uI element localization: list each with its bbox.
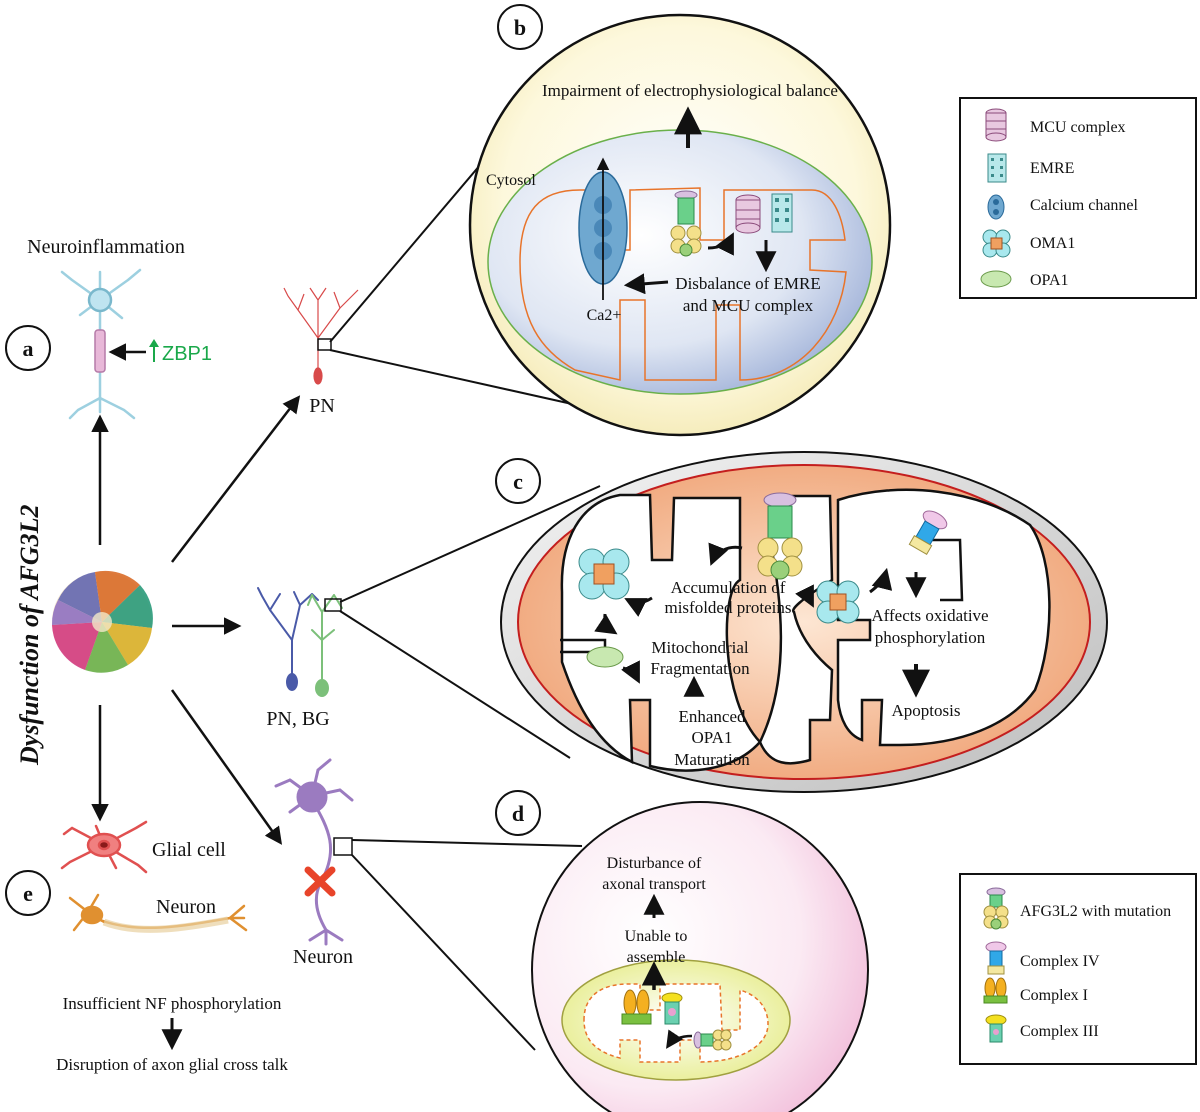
mito-frag-label-2: Fragmentation [650, 659, 750, 678]
svg-text:c: c [513, 469, 523, 494]
pn-bg-zoom-box [324, 598, 342, 612]
legend-mcu-label: MCU complex [1030, 119, 1126, 136]
purkinje-neuron-icon [283, 287, 359, 385]
neuroinflammation-neuron [60, 268, 142, 420]
disbalance-label-1: Disbalance of EMRE [675, 274, 820, 293]
oma1-right-icon [816, 580, 860, 624]
enhanced-label-3: Maturation [674, 750, 750, 769]
disturbance-label-2: axonal transport [602, 876, 706, 893]
afg3l2-large-icon [757, 492, 803, 580]
afg3l2-small-icon-d [693, 1029, 732, 1051]
accumulation-label-1: Accumulation of [671, 578, 786, 597]
zbp1-up-arrow-icon [149, 339, 159, 362]
pn-zoom-box [317, 338, 332, 351]
legend-opa1-label: OPA1 [1030, 272, 1069, 289]
neuron-right-label: Neuron [293, 946, 353, 968]
legend-complex-i-label: Complex I [1020, 987, 1088, 1004]
enhanced-label-2: OPA1 [692, 728, 733, 747]
affects-label-1: Affects oxidative [871, 606, 988, 625]
svg-text:e: e [23, 881, 33, 906]
cross-talk-label: Disruption of axon glial cross talk [56, 1055, 288, 1074]
complex-iv-icon-c [908, 510, 948, 556]
panel-c-mitochondrion: Accumulation of misfolded proteins Affec… [500, 451, 1108, 793]
svg-text:a: a [23, 336, 34, 361]
legend-oma1-icon [982, 229, 1011, 258]
panel-label-d: d [495, 790, 541, 836]
affects-label-2: phosphorylation [875, 628, 986, 647]
neuron-left-label: Neuron [156, 896, 216, 918]
apoptosis-label: Apoptosis [892, 701, 961, 720]
panel-label-e: e [5, 870, 51, 916]
legend-complex-iii-icon [985, 1014, 1007, 1043]
panel-b-calcium-view: Impairment of electrophysiological balan… [468, 13, 892, 437]
legend-afg3l2-label: AFG3L2 with mutation [1020, 903, 1171, 920]
impairment-label: Impairment of electrophysiological balan… [542, 81, 838, 100]
zoom-lines [329, 117, 601, 1051]
main-title: Dysfunction of AFG3L2 [15, 505, 44, 767]
mito-frag-label-1: Mitochondrial [651, 638, 749, 657]
legend-opa1-icon [980, 270, 1012, 288]
svg-text:b: b [514, 15, 526, 40]
legend-bottom: AFG3L2 with mutation Complex IV Complex … [959, 873, 1197, 1065]
unable-label-1: Unable to [625, 928, 688, 945]
pn-bg-cells-icon [257, 587, 343, 697]
legend-complex-iv-icon [985, 941, 1007, 975]
cross-icon [304, 866, 336, 897]
legend-complex-iii-label: Complex III [1020, 1023, 1099, 1040]
neuroinflammation-label: Neuroinflammation [27, 236, 185, 258]
enhanced-label-1: Enhanced [678, 707, 746, 726]
pn-bg-label: PN, BG [266, 708, 329, 730]
ca-label: Ca2+ [587, 307, 622, 324]
complex-iii-icon-d [661, 992, 683, 1025]
glial-cell-icon [60, 820, 148, 874]
degenerating-neuron-icon [274, 758, 354, 946]
panel-c-arrows [594, 542, 930, 698]
legend-complex-iv-label: Complex IV [1020, 953, 1100, 970]
panel-label-a: a [5, 325, 51, 371]
nf-phosphorylation-label: Insufficient NF phosphorylation [63, 994, 282, 1013]
pn-label: PN [309, 395, 335, 417]
legend-oma1-label: OMA1 [1030, 235, 1075, 252]
accumulation-label-2: misfolded proteins [664, 598, 791, 617]
svg-text:d: d [512, 801, 524, 826]
emre-icon [771, 193, 793, 233]
afg3l2-mutant-icon [670, 190, 702, 257]
legend-mcu-complex-icon [985, 108, 1007, 142]
disturbance-label-1: Disturbance of [607, 855, 702, 872]
legend-calcium-label: Calcium channel [1030, 197, 1139, 214]
legend-complex-i-icon [983, 977, 1008, 1004]
legend-top: MCU complex EMRE Calcium channel OMA1 [959, 97, 1197, 299]
mcu-complex-icon [735, 194, 761, 234]
afg3l2-protein-structure [51, 570, 153, 673]
legend-emre-label: EMRE [1030, 160, 1074, 177]
legend-calcium-channel-icon [987, 194, 1005, 220]
panel-label-b: b [497, 4, 543, 50]
panel-label-c: c [495, 458, 541, 504]
disbalance-label-2: and MCU complex [683, 296, 814, 315]
zbp1-label: ZBP1 [162, 343, 212, 365]
cytosol-label: Cytosol [486, 172, 536, 189]
glial-cell-label: Glial cell [152, 839, 226, 861]
complex-i-icon-d [621, 989, 652, 1025]
legend-afg3l2-icon [983, 887, 1009, 930]
opa1-icon-c [586, 646, 624, 668]
legend-emre-icon [987, 153, 1007, 183]
arrow-to-neuron [170, 689, 283, 845]
arrow-to-pn [171, 395, 301, 563]
unable-label-2: assemble [627, 949, 686, 966]
oma1-left-icon [578, 548, 630, 600]
panel-d-axon-view: Disturbance of axonal transport Unable t… [531, 801, 869, 1112]
neuron-zoom-box [333, 837, 353, 856]
